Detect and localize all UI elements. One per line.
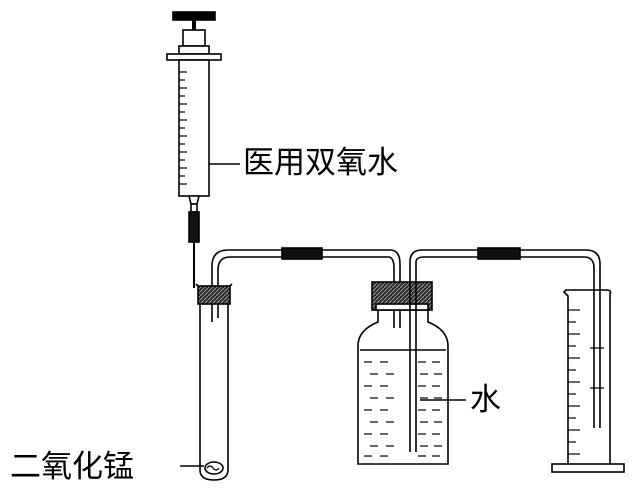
syringe-plunger-head [182, 29, 206, 47]
water-bottle [357, 262, 449, 465]
cylinder-base [551, 463, 625, 473]
label-manganese-dioxide: 二氧化锰 [10, 449, 134, 485]
test-tube [195, 266, 233, 481]
label-water: 水 [470, 382, 501, 418]
tube-connector-1 [281, 247, 323, 260]
bottle-water [360, 350, 446, 462]
delivery-tube-1 [211, 247, 401, 330]
syringe-connector [188, 211, 200, 243]
water-dashes [364, 361, 442, 457]
graduated-cylinder [551, 289, 625, 473]
tube-connector-2 [477, 247, 521, 260]
syringe-graduations [179, 71, 187, 185]
cylinder-body [562, 289, 612, 467]
label-hydrogen-peroxide: 医用双氧水 [243, 145, 398, 181]
syringe-flange [166, 53, 222, 61]
test-tube-stopper [197, 285, 231, 305]
syringe-plunger-handle [172, 11, 216, 21]
cylinder-graduations [568, 309, 580, 455]
manganese-dioxide-solid [204, 461, 224, 475]
syringe [166, 11, 222, 288]
test-tube-body [199, 302, 229, 481]
delivery-tube-2 [409, 247, 601, 428]
